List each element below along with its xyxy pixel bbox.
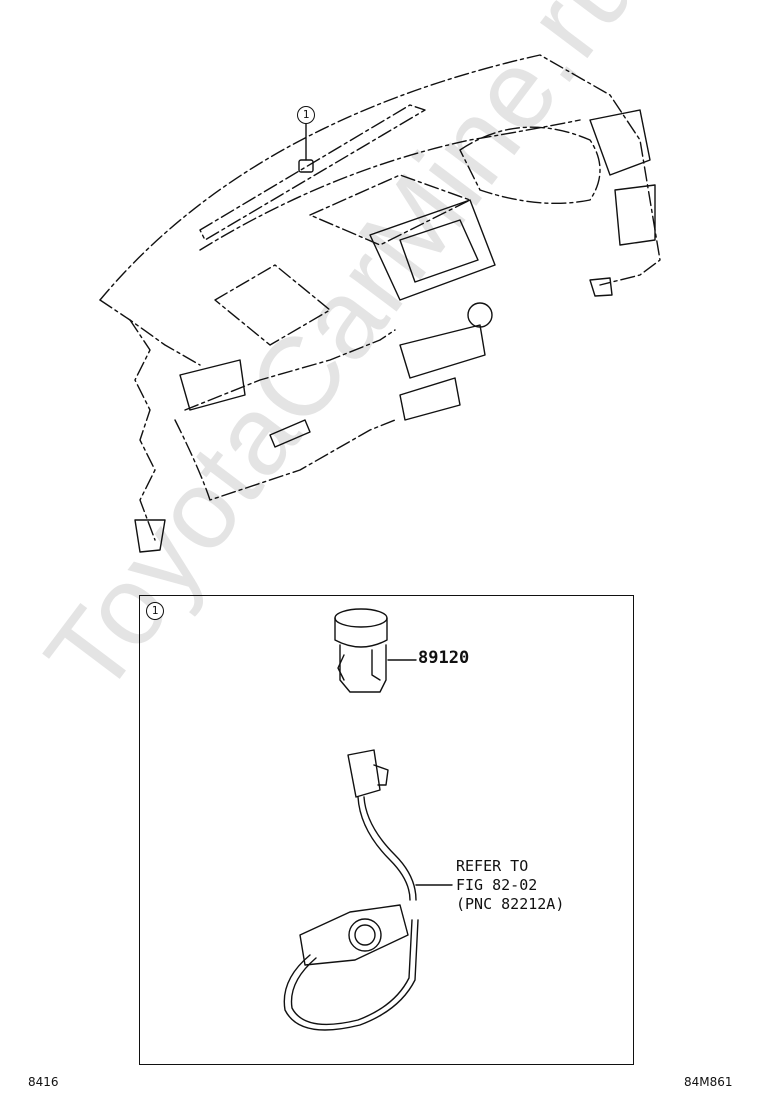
dashboard-glovebox-handle [269,419,311,448]
dashboard-mid-contour [199,119,581,251]
dashboard-right-vent-housing [589,109,651,176]
dashboard-right-vent-grille [614,184,656,246]
dashboard-left-vent [179,359,246,411]
sensor-cap-body [334,617,388,648]
dashboard-side-panel [129,319,156,541]
dashboard-center-panel [309,174,471,246]
callout-marker-on-dash: 1 [297,106,315,124]
sensor-housing [339,644,387,693]
dashboard-bracket-right [589,277,613,297]
dashboard-defroster-vent [199,104,426,241]
solar-sensor-detail [334,608,417,693]
harness-wire-upper-2 [363,796,417,901]
dashboard-glovebox-area [214,264,331,346]
harness-wire-lower [283,919,419,1031]
refer-note-line-1: REFER TO [456,857,529,875]
sensor-clip-right [371,649,381,681]
refer-note-line-3: (PNC 82212A) [456,895,565,913]
footer-left-code: 8416 [28,1075,59,1089]
refer-note-line-2: FIG 82-02 [456,876,538,894]
harness-lower-knob-inner [354,924,376,946]
harness-lower-module [299,904,409,966]
dashboard-front-edge [99,299,201,366]
dashboard-center-stack [369,199,496,301]
harness-connector-latch [373,764,389,786]
dashboard-cluster-hood [459,126,601,205]
harness-detail [283,749,453,1031]
harness-lower-knob [348,918,382,952]
harness-wire-upper [357,796,411,901]
part-number-label[interactable]: 89120 [418,648,470,668]
harness-connector-body [347,749,381,798]
harness-wire-lower-2 [290,919,413,1026]
dashboard-top-outline [99,54,661,301]
dashboard-control-knob [467,302,493,328]
dashboard-center-screen [399,219,479,283]
footer-right-code: 84M861 [684,1075,733,1089]
dashboard-lower-switch-panel [399,324,486,379]
dashboard-lower-body [174,419,396,501]
dashboard-switch-bank [399,377,461,421]
dashboard-bracket-left [134,519,166,553]
detail-frame-marker: 1 [146,602,164,620]
refer-note[interactable]: REFER TO FIG 82-02 (PNC 82212A) [456,857,564,914]
detail-frame [139,595,634,1065]
sensor-clip-left [337,654,345,681]
dashboard-lower-edge [184,329,396,411]
